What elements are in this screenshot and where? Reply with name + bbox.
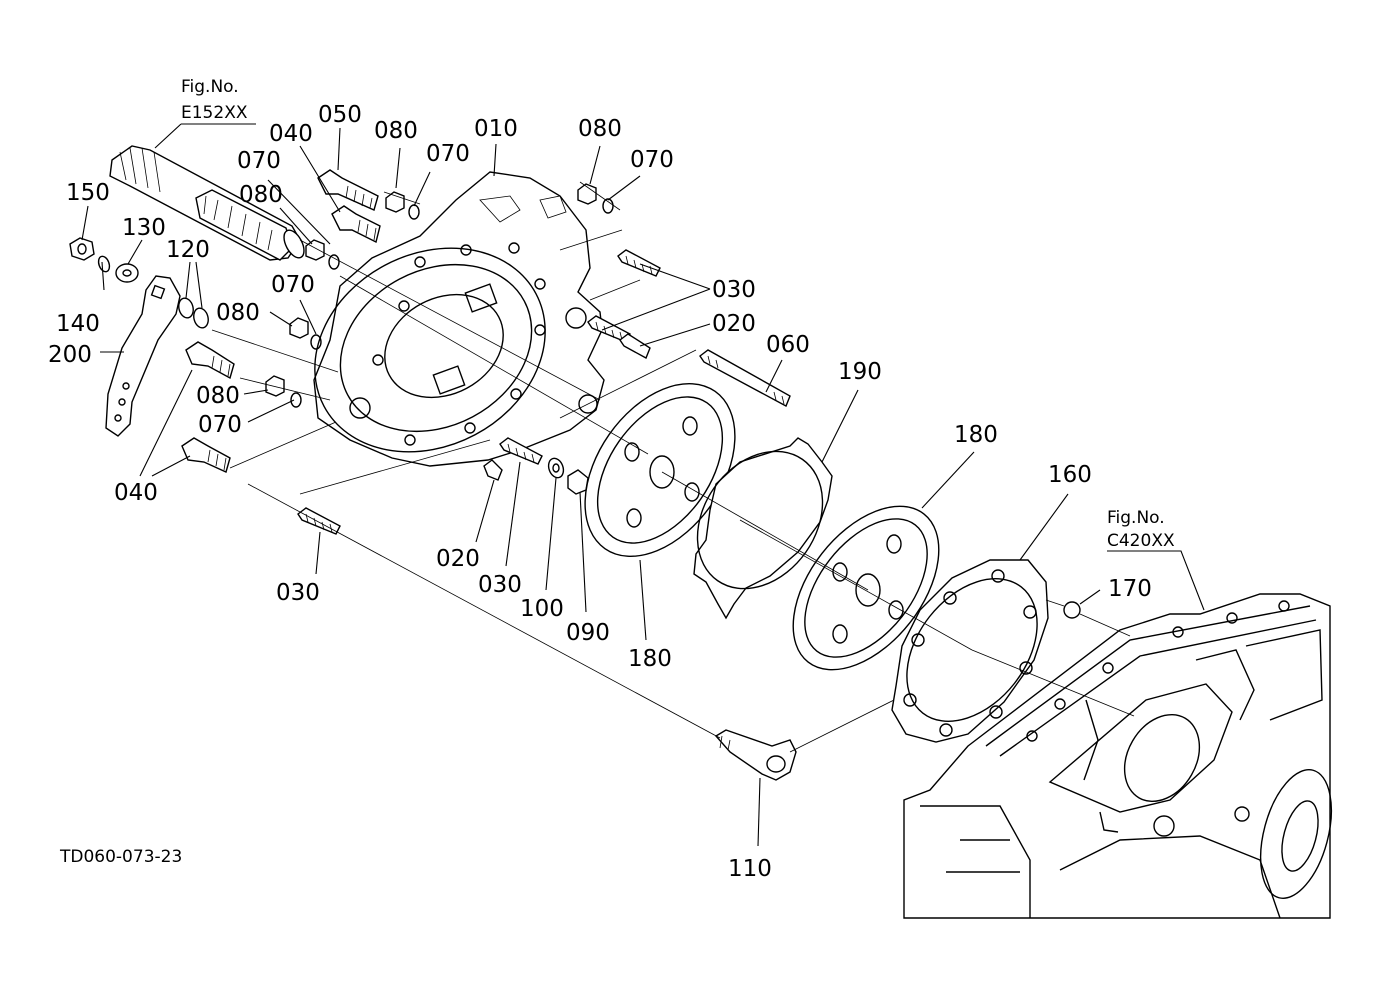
callout-020: 020: [712, 311, 756, 337]
plate-190: [693, 437, 833, 620]
callout-200: 200: [48, 342, 92, 368]
callout-160: 160: [1048, 462, 1092, 488]
callout-180: 180: [628, 646, 672, 672]
washer-070-a: [408, 204, 420, 220]
callout-140: 140: [56, 311, 100, 337]
gasket-plate-160: [891, 559, 1049, 743]
nut-150: [69, 237, 95, 261]
stud-030-c: [499, 437, 543, 465]
callout-190: 190: [838, 359, 882, 385]
washer-070-e: [290, 392, 302, 408]
washer-130: [115, 263, 139, 283]
pin-020-a: [619, 333, 651, 359]
callout-100: 100: [520, 596, 564, 622]
fig-ref-c420xx-code: C420XX: [1107, 531, 1175, 551]
nut-080-d: [289, 317, 309, 339]
callout-060: 060: [766, 332, 810, 358]
nut-080-b: [577, 183, 597, 205]
callout-010: 010: [474, 116, 518, 142]
callout-070: 070: [426, 141, 470, 167]
washer-070-c: [328, 254, 340, 270]
callout-040: 040: [269, 121, 313, 147]
callout-070: 070: [630, 147, 674, 173]
assembly-lines: [211, 181, 1135, 753]
callout-080: 080: [216, 300, 260, 326]
callout-110: 110: [728, 856, 772, 882]
callout-040: 040: [114, 480, 158, 506]
callout-030: 030: [276, 580, 320, 606]
fig-ref-e152xx-caption: Fig.No.: [181, 77, 239, 97]
shaft-110: [714, 729, 797, 781]
fig-ref-c420xx-caption: Fig.No.: [1107, 508, 1165, 528]
nut-090: [567, 469, 589, 495]
part-callouts: 050 040 010 080 070 080 070 070 080 150 …: [48, 102, 1152, 882]
splined-shaft: [109, 145, 305, 261]
callout-120: 120: [166, 237, 210, 263]
drawing-code: TD060-073-23: [59, 847, 182, 867]
nut-080-e: [265, 375, 285, 397]
stud-030-a: [617, 249, 661, 277]
pin-020-b: [483, 459, 503, 481]
callout-030: 030: [478, 572, 522, 598]
leader-lines: [81, 123, 1205, 847]
bolt-040-upper: [331, 205, 381, 244]
callout-070: 070: [237, 148, 281, 174]
callout-080: 080: [196, 383, 240, 409]
callout-170: 170: [1108, 576, 1152, 602]
fig-ref-e152xx: Fig.No. E152XX: [181, 77, 248, 123]
washer-100: [547, 457, 565, 479]
callout-070: 070: [198, 412, 242, 438]
callout-130: 130: [122, 215, 166, 241]
callout-080: 080: [578, 116, 622, 142]
nut-080-a: [385, 191, 405, 213]
bolt-050: [317, 169, 379, 211]
long-stud-060: [699, 349, 791, 407]
brake-housing-010: [313, 171, 605, 467]
callout-180: 180: [954, 422, 998, 448]
callout-090: 090: [566, 620, 610, 646]
callout-150: 150: [66, 180, 110, 206]
friction-disc-180-b: [792, 505, 940, 671]
callout-080: 080: [239, 182, 283, 208]
lever-arm-200: [105, 275, 181, 437]
ball-170: [1063, 601, 1081, 619]
callout-070: 070: [271, 272, 315, 298]
callout-020: 020: [436, 546, 480, 572]
washer-070-b: [602, 198, 614, 214]
o-rings-120: [178, 297, 209, 329]
nut-080-c: [305, 239, 325, 261]
callout-030: 030: [712, 277, 756, 303]
washer-140: [97, 255, 111, 273]
callout-050: 050: [318, 102, 362, 128]
fig-ref-c420xx: Fig.No. C420XX: [1107, 508, 1175, 551]
bolt-040-lower-a: [185, 341, 235, 380]
transmission-case: [903, 593, 1333, 919]
fig-ref-e152xx-code: E152XX: [181, 103, 248, 123]
callout-080: 080: [374, 118, 418, 144]
bolt-040-lower-b: [181, 437, 231, 473]
